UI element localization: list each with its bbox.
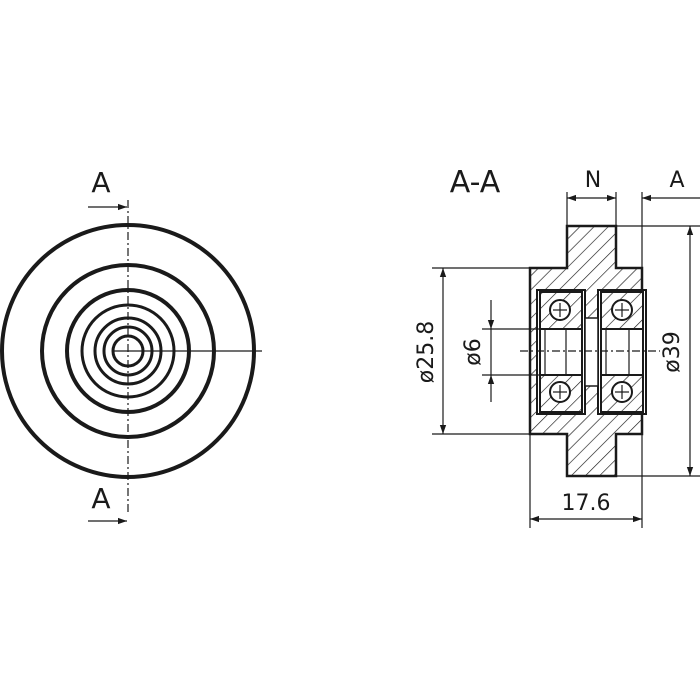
bearing-ball-bottom-left [549,381,571,403]
section-title: A-A [450,165,501,200]
bearing-outer-circle [65,288,191,414]
section-view: A-A [414,165,700,528]
dim-n-label: N [585,168,601,193]
dim-hub-dia-label: ø25.8 [414,321,439,383]
bearing-ball-top-right [611,299,633,321]
bearing-inner-circle [93,316,163,386]
inner-ring-left [539,328,583,376]
spacer-circle [102,325,154,377]
section-label-top: A [91,166,110,199]
dim-outer-dia-label: ø39 [660,331,685,372]
section-label-bottom: A [91,482,110,515]
hub-circle [40,263,216,439]
bearing-ball-bottom-right [611,381,633,403]
front-view: A A [0,166,262,525]
dim-width-label: 17.6 [562,491,611,516]
bearing-ball-top-left [549,299,571,321]
cavity-connector [584,317,599,387]
dim-a-label: A [669,168,684,193]
bore-circle [111,334,145,368]
inner-ring-right [600,328,644,376]
wheel-outer-circle [0,223,256,479]
bearing-mid-circle [80,303,176,399]
dim-bore-dia-label: ø6 [461,338,486,365]
